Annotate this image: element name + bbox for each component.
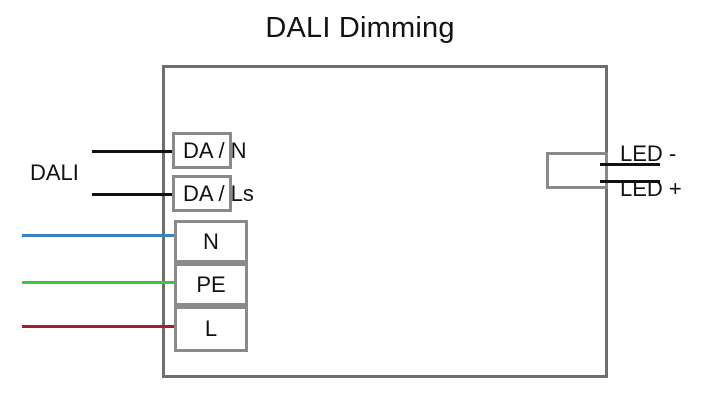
terminal-l-label: L (204, 316, 218, 341)
terminal-da-ls: DA / Ls (172, 175, 254, 212)
terminal-pe: PE (174, 263, 248, 306)
led-negative-label: LED - (620, 141, 677, 166)
led-output-terminal (546, 152, 608, 189)
wire-led-positive (600, 180, 660, 183)
wire-earth (22, 281, 174, 284)
terminal-l: L (174, 306, 248, 352)
wire-led-negative (600, 163, 660, 166)
terminal-da-ls-label: DA / Ls (183, 180, 254, 206)
dali-group-label: DALI (30, 160, 79, 185)
terminal-pe-label: PE (196, 271, 226, 297)
driver-enclosure (162, 65, 608, 378)
terminal-n: N (174, 220, 248, 263)
wire-dali-da-ls (92, 193, 172, 196)
led-positive-label: LED + (620, 176, 682, 201)
wire-live (22, 325, 174, 328)
terminal-n-label: N (203, 228, 219, 254)
wire-dali-da-n (92, 150, 172, 153)
terminal-da-n-label: DA / N (183, 137, 247, 163)
diagram-title: DALI Dimming (265, 12, 455, 44)
wire-neutral (22, 234, 174, 237)
terminal-da-n: DA / N (172, 132, 247, 169)
